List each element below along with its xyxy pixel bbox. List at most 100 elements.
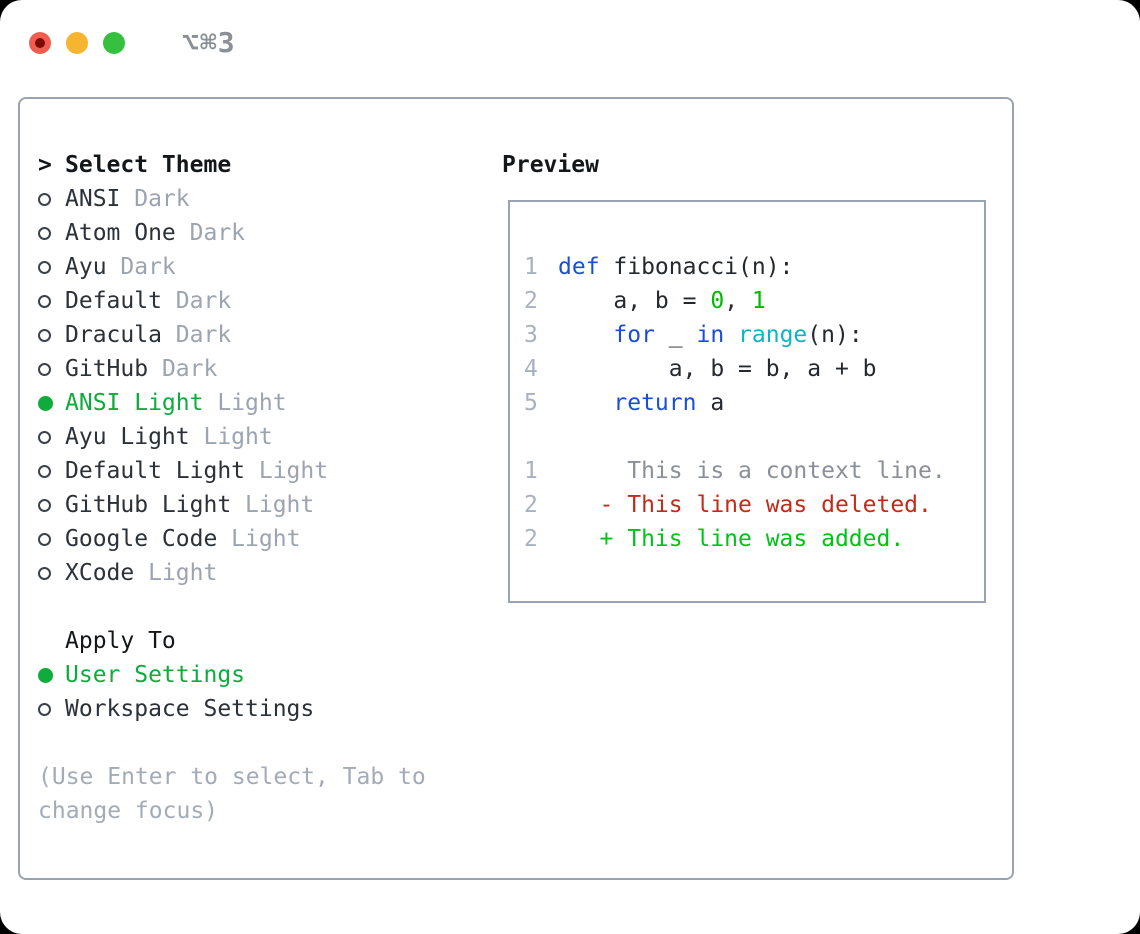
title-bar: ⌥⌘3 bbox=[29, 26, 236, 59]
theme-option-github-light-label: GitHub Light bbox=[65, 492, 232, 518]
code-token-kw: in bbox=[696, 322, 725, 348]
radio-unselected-icon[interactable] bbox=[38, 430, 51, 444]
theme-option-dracula-label: Dracula bbox=[65, 322, 162, 348]
preview-line: 5 return a bbox=[524, 386, 972, 420]
select-theme-heading: Select Theme bbox=[65, 152, 232, 178]
theme-option-dracula-variant: Dark bbox=[161, 322, 232, 348]
help-text-line: (Use Enter to select, Tab to bbox=[38, 764, 426, 790]
preview-line: 2 - This line was deleted. bbox=[524, 488, 972, 522]
code-token-ctx: This is a context line. bbox=[558, 458, 946, 484]
radio-selected-icon[interactable] bbox=[38, 395, 53, 411]
preview-line bbox=[524, 420, 972, 454]
code-token-pl: a bbox=[696, 390, 725, 416]
theme-option-dracula[interactable]: Dracula Dark bbox=[38, 318, 426, 352]
preview-line: 4 a, b = b, a + b bbox=[524, 352, 972, 386]
theme-option-ayu-label: Ayu bbox=[65, 254, 107, 280]
preview-line: 2 a, b = 0, 1 bbox=[524, 284, 972, 318]
radio-unselected-icon[interactable] bbox=[38, 532, 51, 546]
theme-option-ansi-light-variant: Light bbox=[203, 390, 287, 416]
code-token-pl: (n): bbox=[807, 322, 863, 348]
radio-unselected-icon[interactable] bbox=[38, 328, 51, 342]
spacer-row bbox=[38, 726, 426, 760]
code-token-pl: , bbox=[724, 288, 752, 314]
apply-option-workspace-settings[interactable]: Workspace Settings bbox=[38, 692, 426, 726]
theme-option-default-light[interactable]: Default Light Light bbox=[38, 454, 426, 488]
radio-unselected-icon[interactable] bbox=[38, 362, 51, 376]
radio-selected-icon[interactable] bbox=[38, 667, 53, 683]
radio-unselected-icon[interactable] bbox=[38, 464, 51, 478]
theme-option-google-code-variant: Light bbox=[217, 526, 301, 552]
theme-option-atom-one-label: Atom One bbox=[65, 220, 176, 246]
radio-unselected-icon[interactable] bbox=[38, 226, 51, 240]
theme-option-atom-one[interactable]: Atom One Dark bbox=[38, 216, 426, 250]
zoom-button[interactable] bbox=[103, 31, 125, 54]
theme-option-google-code-label: Google Code bbox=[65, 526, 218, 552]
line-number: 2 bbox=[524, 288, 538, 314]
code-token-num: 1 bbox=[751, 288, 766, 314]
radio-unselected-icon[interactable] bbox=[38, 498, 51, 512]
code-token-pl: fibonacci(n): bbox=[599, 254, 794, 280]
line-number: 2 bbox=[524, 492, 538, 518]
theme-option-google-code[interactable]: Google Code Light bbox=[38, 522, 426, 556]
theme-option-atom-one-variant: Dark bbox=[175, 220, 246, 246]
code-token-pl bbox=[724, 322, 738, 348]
window-shortcut-label: ⌥⌘3 bbox=[182, 26, 236, 59]
theme-option-ansi-light[interactable]: ANSI Light Light bbox=[38, 386, 426, 420]
radio-unselected-icon[interactable] bbox=[38, 294, 51, 308]
theme-option-ayu-light[interactable]: Ayu Light Light bbox=[38, 420, 426, 454]
radio-unselected-icon[interactable] bbox=[38, 260, 51, 274]
radio-unselected-icon[interactable] bbox=[38, 192, 51, 206]
theme-option-ansi[interactable]: ANSI Dark bbox=[38, 182, 426, 216]
line-number: 1 bbox=[524, 458, 538, 484]
theme-option-ansi-label: ANSI bbox=[65, 186, 121, 212]
code-token-add: + This line was added. bbox=[558, 526, 905, 552]
code-token-kw: for bbox=[613, 322, 655, 348]
apply-option-user-settings[interactable]: User Settings bbox=[38, 658, 426, 692]
code-token-del: - This line was deleted. bbox=[558, 492, 932, 518]
radio-unselected-icon[interactable] bbox=[38, 566, 51, 580]
preview-line: 3 for _ in range(n): bbox=[524, 318, 972, 352]
theme-option-ayu-variant: Dark bbox=[106, 254, 176, 280]
theme-option-default-light-label: Default Light bbox=[65, 458, 246, 484]
preview-heading: Preview bbox=[502, 152, 599, 178]
theme-option-xcode-label: XCode bbox=[65, 560, 135, 586]
theme-option-ansi-variant: Dark bbox=[120, 186, 190, 212]
line-number: 4 bbox=[524, 356, 538, 382]
spacer-row bbox=[38, 590, 426, 624]
code-token-num: 0 bbox=[710, 288, 725, 314]
theme-option-default-label: Default bbox=[65, 288, 162, 314]
help-text-line: change focus) bbox=[38, 798, 219, 824]
minimize-button[interactable] bbox=[66, 31, 88, 54]
code-token-kw: def bbox=[558, 254, 600, 280]
code-token-pl: a, b = b, a + b bbox=[558, 356, 877, 382]
preview-line: 1 This is a context line. bbox=[524, 454, 972, 488]
theme-option-default[interactable]: Default Dark bbox=[38, 284, 426, 318]
apply-to-heading-row: Apply To bbox=[38, 624, 426, 658]
theme-option-github[interactable]: GitHub Dark bbox=[38, 352, 426, 386]
code-token-pl: _ bbox=[654, 322, 697, 348]
preview-line: 1 def fibonacci(n): bbox=[524, 250, 972, 284]
theme-option-ayu-light-label: Ayu Light bbox=[65, 424, 190, 450]
line-number: 1 bbox=[524, 254, 538, 280]
radio-unselected-icon[interactable] bbox=[38, 702, 51, 716]
code-token-kw: return bbox=[613, 390, 697, 416]
line-number: 3 bbox=[524, 322, 538, 348]
theme-option-ayu[interactable]: Ayu Dark bbox=[38, 250, 426, 284]
theme-option-github-light[interactable]: GitHub Light Light bbox=[38, 488, 426, 522]
theme-option-xcode[interactable]: XCode Light bbox=[38, 556, 426, 590]
theme-option-ansi-light-label: ANSI Light bbox=[65, 390, 204, 416]
apply-option-user-settings-label: User Settings bbox=[65, 662, 246, 688]
line-number: 5 bbox=[524, 390, 538, 416]
theme-option-github-label: GitHub bbox=[65, 356, 149, 382]
theme-option-github-light-variant: Light bbox=[231, 492, 315, 518]
prompt-icon: > bbox=[38, 152, 52, 178]
code-token-pl: a, b = bbox=[558, 288, 711, 314]
apply-to-heading: Apply To bbox=[65, 628, 176, 654]
close-button[interactable] bbox=[29, 31, 51, 54]
theme-option-github-variant: Dark bbox=[148, 356, 218, 382]
apply-option-workspace-settings-label: Workspace Settings bbox=[65, 696, 315, 722]
